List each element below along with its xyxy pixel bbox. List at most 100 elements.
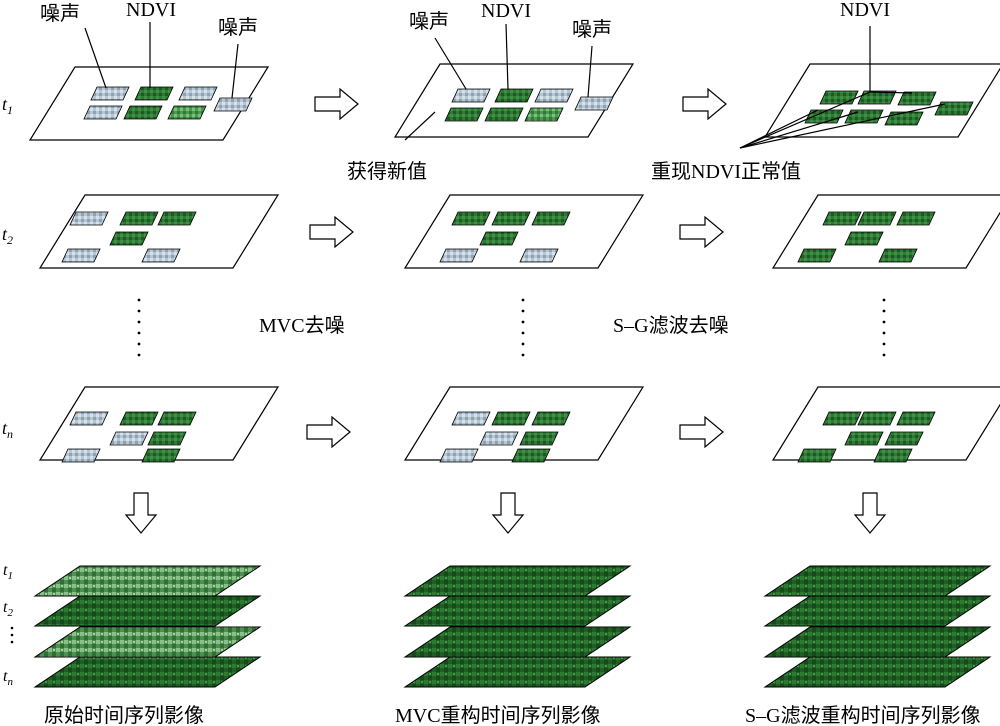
- noise-cell: [213, 97, 253, 112]
- ellipsis-dot: [521, 309, 525, 313]
- ellipsis-dot: [137, 309, 141, 313]
- noise-cell: [109, 431, 149, 446]
- ndvi-cell: [844, 431, 884, 446]
- ndvi-cell: [884, 111, 924, 126]
- leader-new-value: [404, 111, 436, 141]
- ndvi-cell: [147, 431, 187, 446]
- stack-mvc-layer: [403, 656, 632, 688]
- ndvi-cell: [531, 211, 571, 226]
- stack-mvc-layer: [403, 565, 632, 597]
- ndvi-cell: [884, 431, 924, 446]
- time-label-tn: tn: [2, 418, 13, 441]
- ndvi-label-2: NDVI: [481, 0, 531, 22]
- noise-cell: [574, 96, 614, 111]
- ellipsis-dot: [521, 298, 525, 302]
- ndvi-cell: [822, 211, 862, 226]
- ellipsis-dot: [10, 633, 14, 637]
- ndvi-cell: [119, 211, 159, 226]
- plane-original-t1: [28, 66, 270, 141]
- noise-cell: [61, 448, 101, 463]
- ndvi-cell: [873, 448, 913, 463]
- ellipsis-dot: [882, 353, 886, 357]
- leader-noise-4: [587, 45, 593, 98]
- noise-label-2: 噪声: [218, 16, 258, 39]
- ndvi-cell: [797, 248, 837, 263]
- arrow-down-mvc: [491, 492, 525, 534]
- noise-cell: [90, 86, 130, 101]
- ndvi-label-1: NDVI: [126, 0, 176, 21]
- ndvi-cell: [857, 211, 897, 226]
- noise-cell: [83, 105, 123, 120]
- arrow-right-t1-b: [682, 87, 727, 121]
- caption-sg-series: S–G滤波重构时间序列影像: [745, 704, 981, 726]
- ndvi-cell: [491, 211, 531, 226]
- ellipsis-dot: [882, 309, 886, 313]
- stack-sg-layer: [763, 626, 992, 658]
- noise-label-1: 噪声: [40, 2, 80, 25]
- stack-sg-layer: [763, 565, 992, 597]
- noise-cell: [439, 448, 479, 463]
- leader-restore-2: [869, 91, 913, 94]
- ndvi-cell: [123, 105, 163, 120]
- arrow-right-t2-a: [309, 215, 354, 249]
- ndvi-cell: [524, 107, 564, 122]
- noise-cell: [534, 88, 574, 103]
- noise-cell: [451, 411, 491, 426]
- ellipsis-dot: [137, 320, 141, 324]
- ndvi-cell: [491, 411, 531, 426]
- arrow-down-sg: [853, 492, 887, 534]
- arrow-right-t2-b: [679, 215, 724, 249]
- leader-restore-1: [739, 91, 871, 149]
- ndvi-cell: [157, 411, 197, 426]
- ellipsis-dot: [521, 342, 525, 346]
- ellipsis-dot: [10, 640, 14, 644]
- ellipsis-dot: [882, 320, 886, 324]
- leader-restore-3: [739, 109, 819, 149]
- stack-sg-layer: [763, 656, 992, 688]
- ellipsis-dot: [10, 626, 14, 630]
- ellipsis-dot: [137, 298, 141, 302]
- noise-cell: [519, 248, 559, 263]
- time-label-t1: t1: [2, 94, 13, 117]
- get-new-value-label: 获得新值: [347, 160, 427, 183]
- ndvi-cell: [934, 101, 974, 116]
- ellipsis-dot: [521, 331, 525, 335]
- ndvi-cell: [519, 431, 559, 446]
- ndvi-cell: [878, 248, 918, 263]
- arrow-right-tn-b: [679, 415, 724, 449]
- time-label-t2: t2: [2, 224, 13, 247]
- stack-sg-layer: [763, 595, 992, 627]
- noise-cell: [439, 248, 479, 263]
- noise-label-4: 噪声: [572, 18, 612, 41]
- ndvi-cell: [479, 231, 519, 246]
- noise-cell: [451, 88, 491, 103]
- ndvi-cell: [844, 231, 884, 246]
- stack-time-label-t1: t1: [3, 562, 13, 582]
- noise-label-3: 噪声: [409, 10, 449, 33]
- noise-cell: [178, 86, 218, 101]
- restore-ndvi-label: 重现NDVI正常值: [651, 160, 801, 183]
- ndvi-cell: [896, 211, 936, 226]
- ndvi-cell: [897, 91, 937, 106]
- noise-cell: [141, 248, 181, 263]
- ndvi-cell: [857, 90, 897, 105]
- leader-ndvi-2: [505, 23, 509, 90]
- caption-mvc-series: MVC重构时间序列影像: [395, 704, 601, 726]
- noise-cell: [61, 248, 101, 263]
- stack-time-label-t2: t2: [3, 599, 13, 619]
- leader-noise-3: [434, 37, 467, 90]
- ndvi-cell: [141, 448, 181, 463]
- leader-restore-4: [739, 111, 859, 149]
- ndvi-cell: [857, 411, 897, 426]
- ellipsis-dot: [137, 353, 141, 357]
- ndvi-cell: [484, 107, 524, 122]
- stack-original-layer: [33, 626, 262, 658]
- arrow-right-t1-a: [314, 87, 359, 121]
- stack-mvc-layer: [403, 595, 632, 627]
- ndvi-cell: [511, 448, 551, 463]
- ndvi-label-3: NDVI: [840, 0, 890, 21]
- stack-original-layer: [33, 565, 262, 597]
- ndvi-cell: [896, 411, 936, 426]
- leader-restore-5: [739, 103, 946, 149]
